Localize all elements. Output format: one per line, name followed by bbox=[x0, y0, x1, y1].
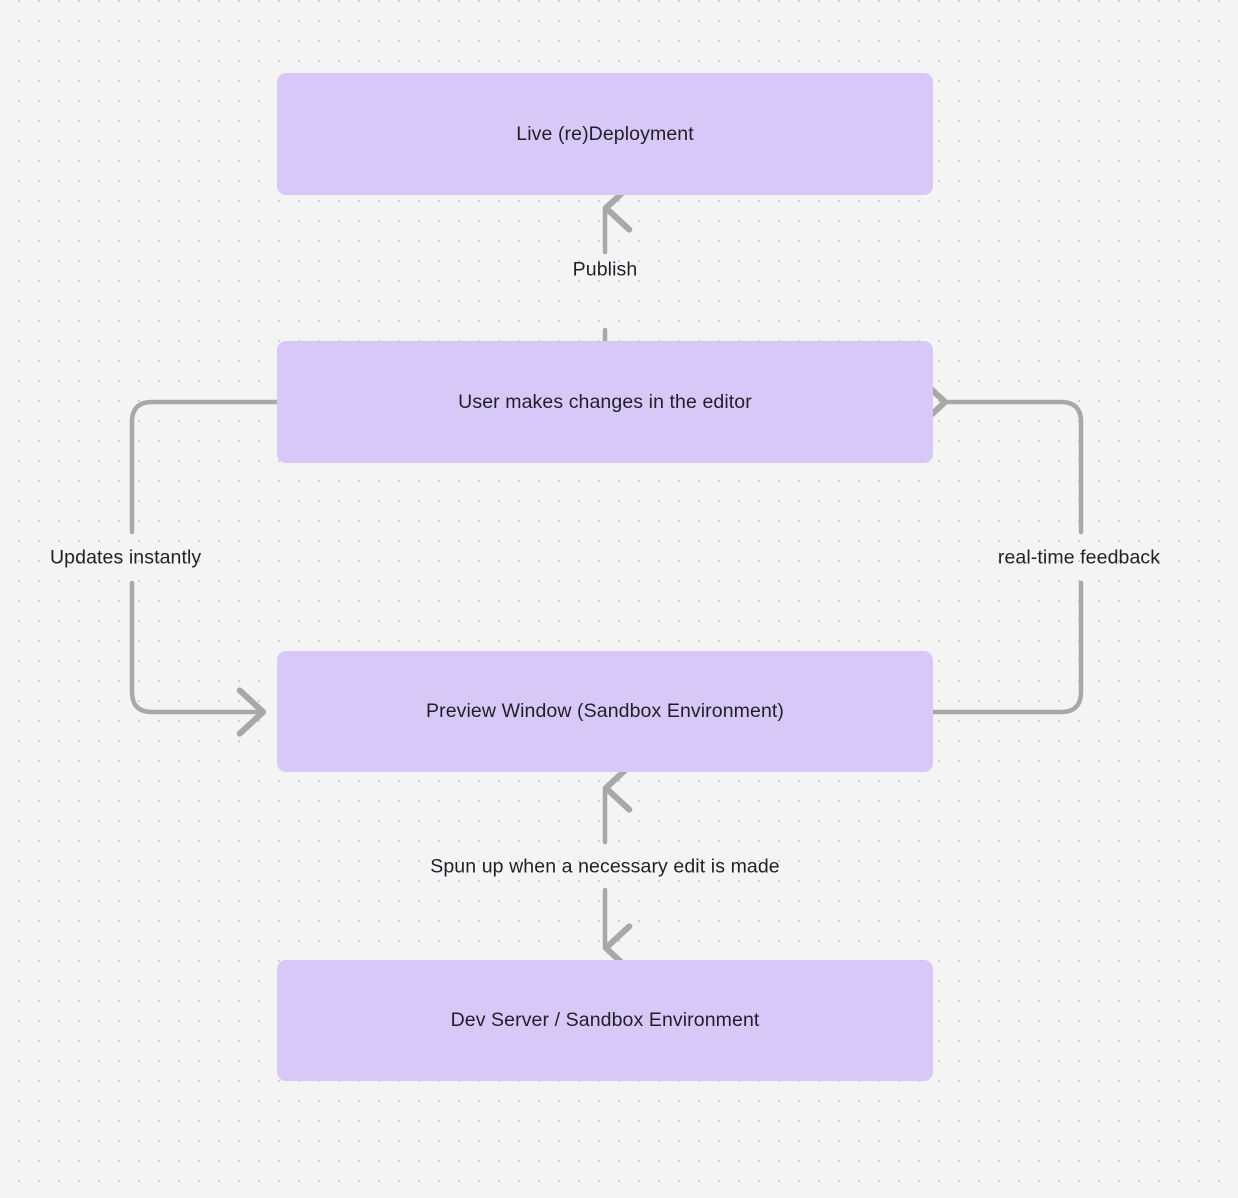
node-preview-window[interactable]: Preview Window (Sandbox Environment) bbox=[277, 651, 933, 772]
node-label: Live (re)Deployment bbox=[516, 122, 694, 145]
node-dev-server[interactable]: Dev Server / Sandbox Environment bbox=[277, 960, 933, 1081]
node-live-deployment[interactable]: Live (re)Deployment bbox=[277, 73, 933, 195]
node-label: Preview Window (Sandbox Environment) bbox=[426, 700, 784, 723]
edge-label-updates-instantly: Updates instantly bbox=[50, 546, 202, 569]
node-user-edits[interactable]: User makes changes in the editor bbox=[277, 341, 933, 463]
node-label: User makes changes in the editor bbox=[458, 390, 752, 413]
node-label: Dev Server / Sandbox Environment bbox=[450, 1009, 760, 1032]
edge-label-spun-up: Spun up when a necessary edit is made bbox=[430, 855, 780, 878]
edge-label-publish: Publish bbox=[572, 258, 638, 281]
edge-label-real-time-feedback: real-time feedback bbox=[997, 546, 1161, 569]
